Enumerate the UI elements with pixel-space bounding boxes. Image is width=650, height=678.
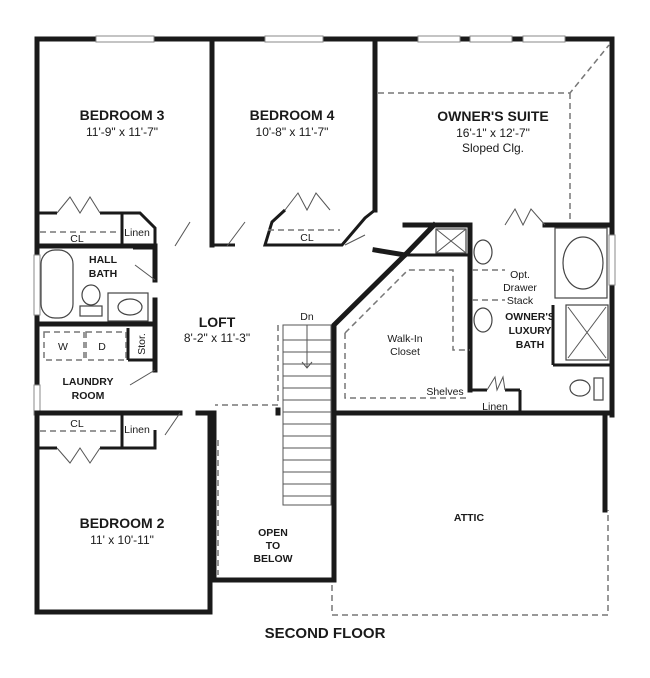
bedroom3-dims: 11'-9" x 11'-7" — [86, 125, 158, 139]
interior-walls — [34, 36, 615, 583]
walk-in-closet-line2: Closet — [390, 346, 420, 358]
open-below-line3: BELOW — [253, 553, 292, 565]
walk-in-closet-line1: Walk-In — [387, 333, 422, 345]
storage-label: Stor. — [136, 333, 148, 355]
owners-bath-line3: BATH — [516, 339, 544, 351]
loft-dims: 8'-2" x 11'-3" — [184, 331, 250, 345]
bedroom2-dims: 11' x 10'-11" — [90, 533, 154, 547]
washer-label: W — [58, 341, 68, 353]
owners-bath-line1: OWNER'S — [505, 311, 555, 323]
linen-label-top: Linen — [124, 227, 150, 239]
staircase — [282, 324, 332, 506]
fixtures — [40, 227, 609, 401]
doors — [56, 192, 546, 464]
owners-suite-note: Sloped Clg. — [462, 141, 524, 155]
dryer-label: D — [98, 341, 106, 353]
closet-label-bedroom4: CL — [300, 232, 314, 244]
drawer-stack-line3: Stack — [507, 295, 534, 307]
owners-suite-dims: 16'-1" x 12'-7" — [456, 126, 530, 140]
linen-label-bottom: Linen — [124, 424, 150, 436]
closet-label-bedroom3: CL — [70, 233, 84, 245]
dashed-lines — [40, 44, 610, 616]
room-labels: BEDROOM 3 11'-9" x 11'-7" BEDROOM 4 10'-… — [58, 107, 555, 642]
closet-label-bedroom2: CL — [70, 418, 84, 430]
stairs-down-label: Dn — [300, 311, 314, 323]
bedroom3-name: BEDROOM 3 — [80, 107, 165, 123]
windows — [33, 35, 616, 416]
attic-name: ATTIC — [454, 512, 485, 524]
bedroom4-dims: 10'-8" x 11'-7" — [256, 125, 329, 139]
bedroom4-name: BEDROOM 4 — [250, 107, 335, 123]
owners-suite-name: OWNER'S SUITE — [437, 108, 548, 124]
open-below-line2: TO — [266, 540, 280, 552]
floor-title: SECOND FLOOR — [265, 625, 386, 642]
hall-bath-line2: BATH — [89, 268, 117, 280]
laundry-line2: ROOM — [72, 390, 105, 402]
shelves-label: Shelves — [426, 386, 463, 398]
open-below-line1: OPEN — [258, 527, 288, 539]
drawer-stack-line2: Drawer — [503, 282, 537, 294]
linen-label-owner: Linen — [482, 401, 508, 413]
laundry-line1: LAUNDRY — [63, 376, 114, 388]
bedroom2-name: BEDROOM 2 — [80, 515, 165, 531]
drawer-stack-line1: Opt. — [510, 269, 530, 281]
hall-bath-line1: HALL — [89, 254, 118, 266]
loft-name: LOFT — [199, 314, 236, 330]
owners-bath-line2: LUXURY — [509, 325, 552, 337]
